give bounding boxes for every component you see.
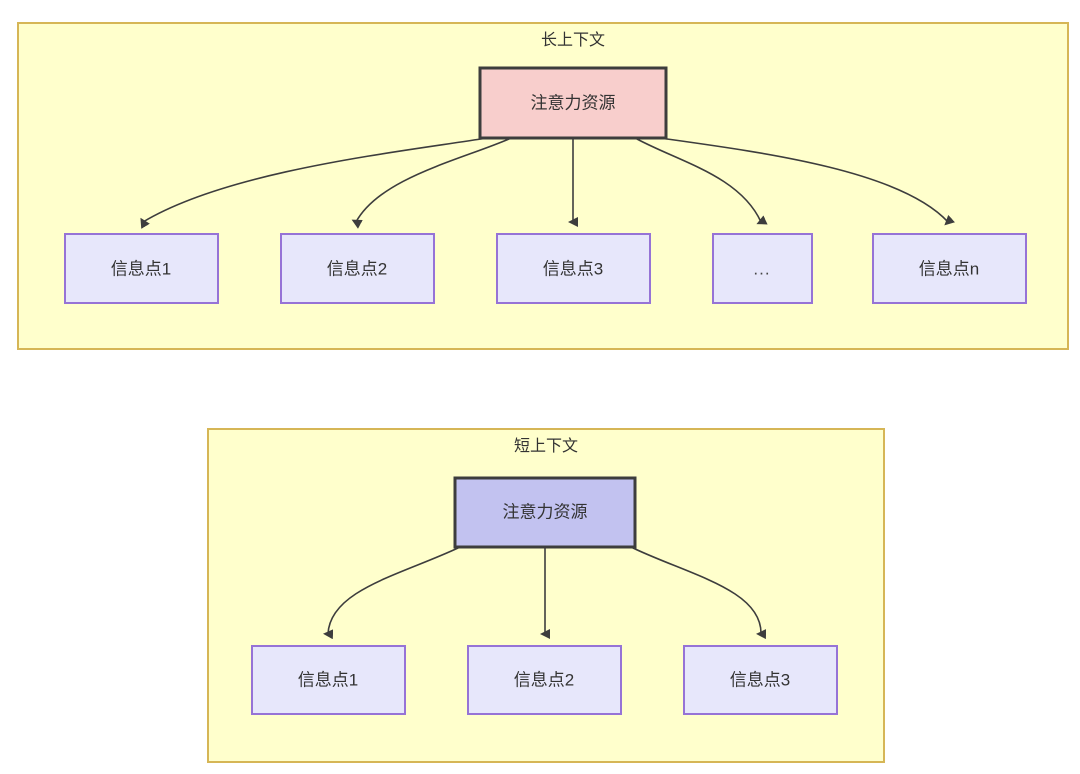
node-info-point-n-long-label: 信息点n [919,259,979,278]
node-info-point-3-short[interactable]: 信息点3 [683,645,838,715]
node-info-point-2-short-box [467,645,622,715]
edge-attention-to-point1-short [323,547,459,640]
node-attention-resource-short-label: 注意力资源 [503,502,588,521]
node-info-point-1-short-label: 信息点1 [298,670,358,689]
node-info-point-1-long-box [64,233,219,304]
node-info-point-1-short[interactable]: 信息点1 [251,645,406,715]
node-info-point-3-long-label: 信息点3 [543,259,603,278]
node-info-point-ellipsis-long-label: ... [753,259,770,278]
edge-attention-to-point1 [140,137,488,229]
panel-long-context-title: 长上下文 [541,31,605,49]
panel-long-context[interactable]: 长上下文 注意力资源 信息点1 信息点2 [17,22,1069,350]
node-info-point-1-long-label: 信息点1 [111,259,171,278]
node-attention-resource-long[interactable]: 注意力资源 [478,66,668,140]
node-info-point-2-long[interactable]: 信息点2 [280,233,435,304]
edges-long-context [140,137,956,229]
panel-short-context-title: 短上下文 [514,437,578,455]
node-info-point-ellipsis-long-box [712,233,813,304]
node-info-point-2-short[interactable]: 信息点2 [467,645,622,715]
node-info-point-1-short-box [251,645,406,715]
node-info-point-n-long-box [872,233,1027,304]
node-info-point-3-long[interactable]: 信息点3 [496,233,651,304]
node-attention-resource-long-label: 注意力资源 [531,93,616,112]
node-info-point-1-long[interactable]: 信息点1 [64,233,219,304]
node-info-point-3-short-box [683,645,838,715]
node-info-point-2-long-label: 信息点2 [327,259,387,278]
edges-short-context [323,547,767,640]
node-info-point-2-short-label: 信息点2 [514,670,574,689]
panel-short-context[interactable]: 短上下文 注意力资源 信息点1 信息点2 [207,428,885,763]
edge-attention-to-point2 [351,138,510,229]
edge-attention-to-pointn [659,137,956,226]
edge-attention-to-point3-short [632,547,767,640]
node-info-point-3-short-label: 信息点3 [730,670,790,689]
edge-attention-to-ellipsis [636,138,768,225]
node-attention-resource-long-box [478,66,668,140]
node-info-point-ellipsis-long[interactable]: ... [712,233,813,304]
node-attention-resource-short-box [453,476,637,549]
node-info-point-n-long[interactable]: 信息点n [872,233,1027,304]
node-info-point-2-long-box [280,233,435,304]
node-info-point-3-long-box [496,233,651,304]
node-attention-resource-short[interactable]: 注意力资源 [453,476,637,549]
